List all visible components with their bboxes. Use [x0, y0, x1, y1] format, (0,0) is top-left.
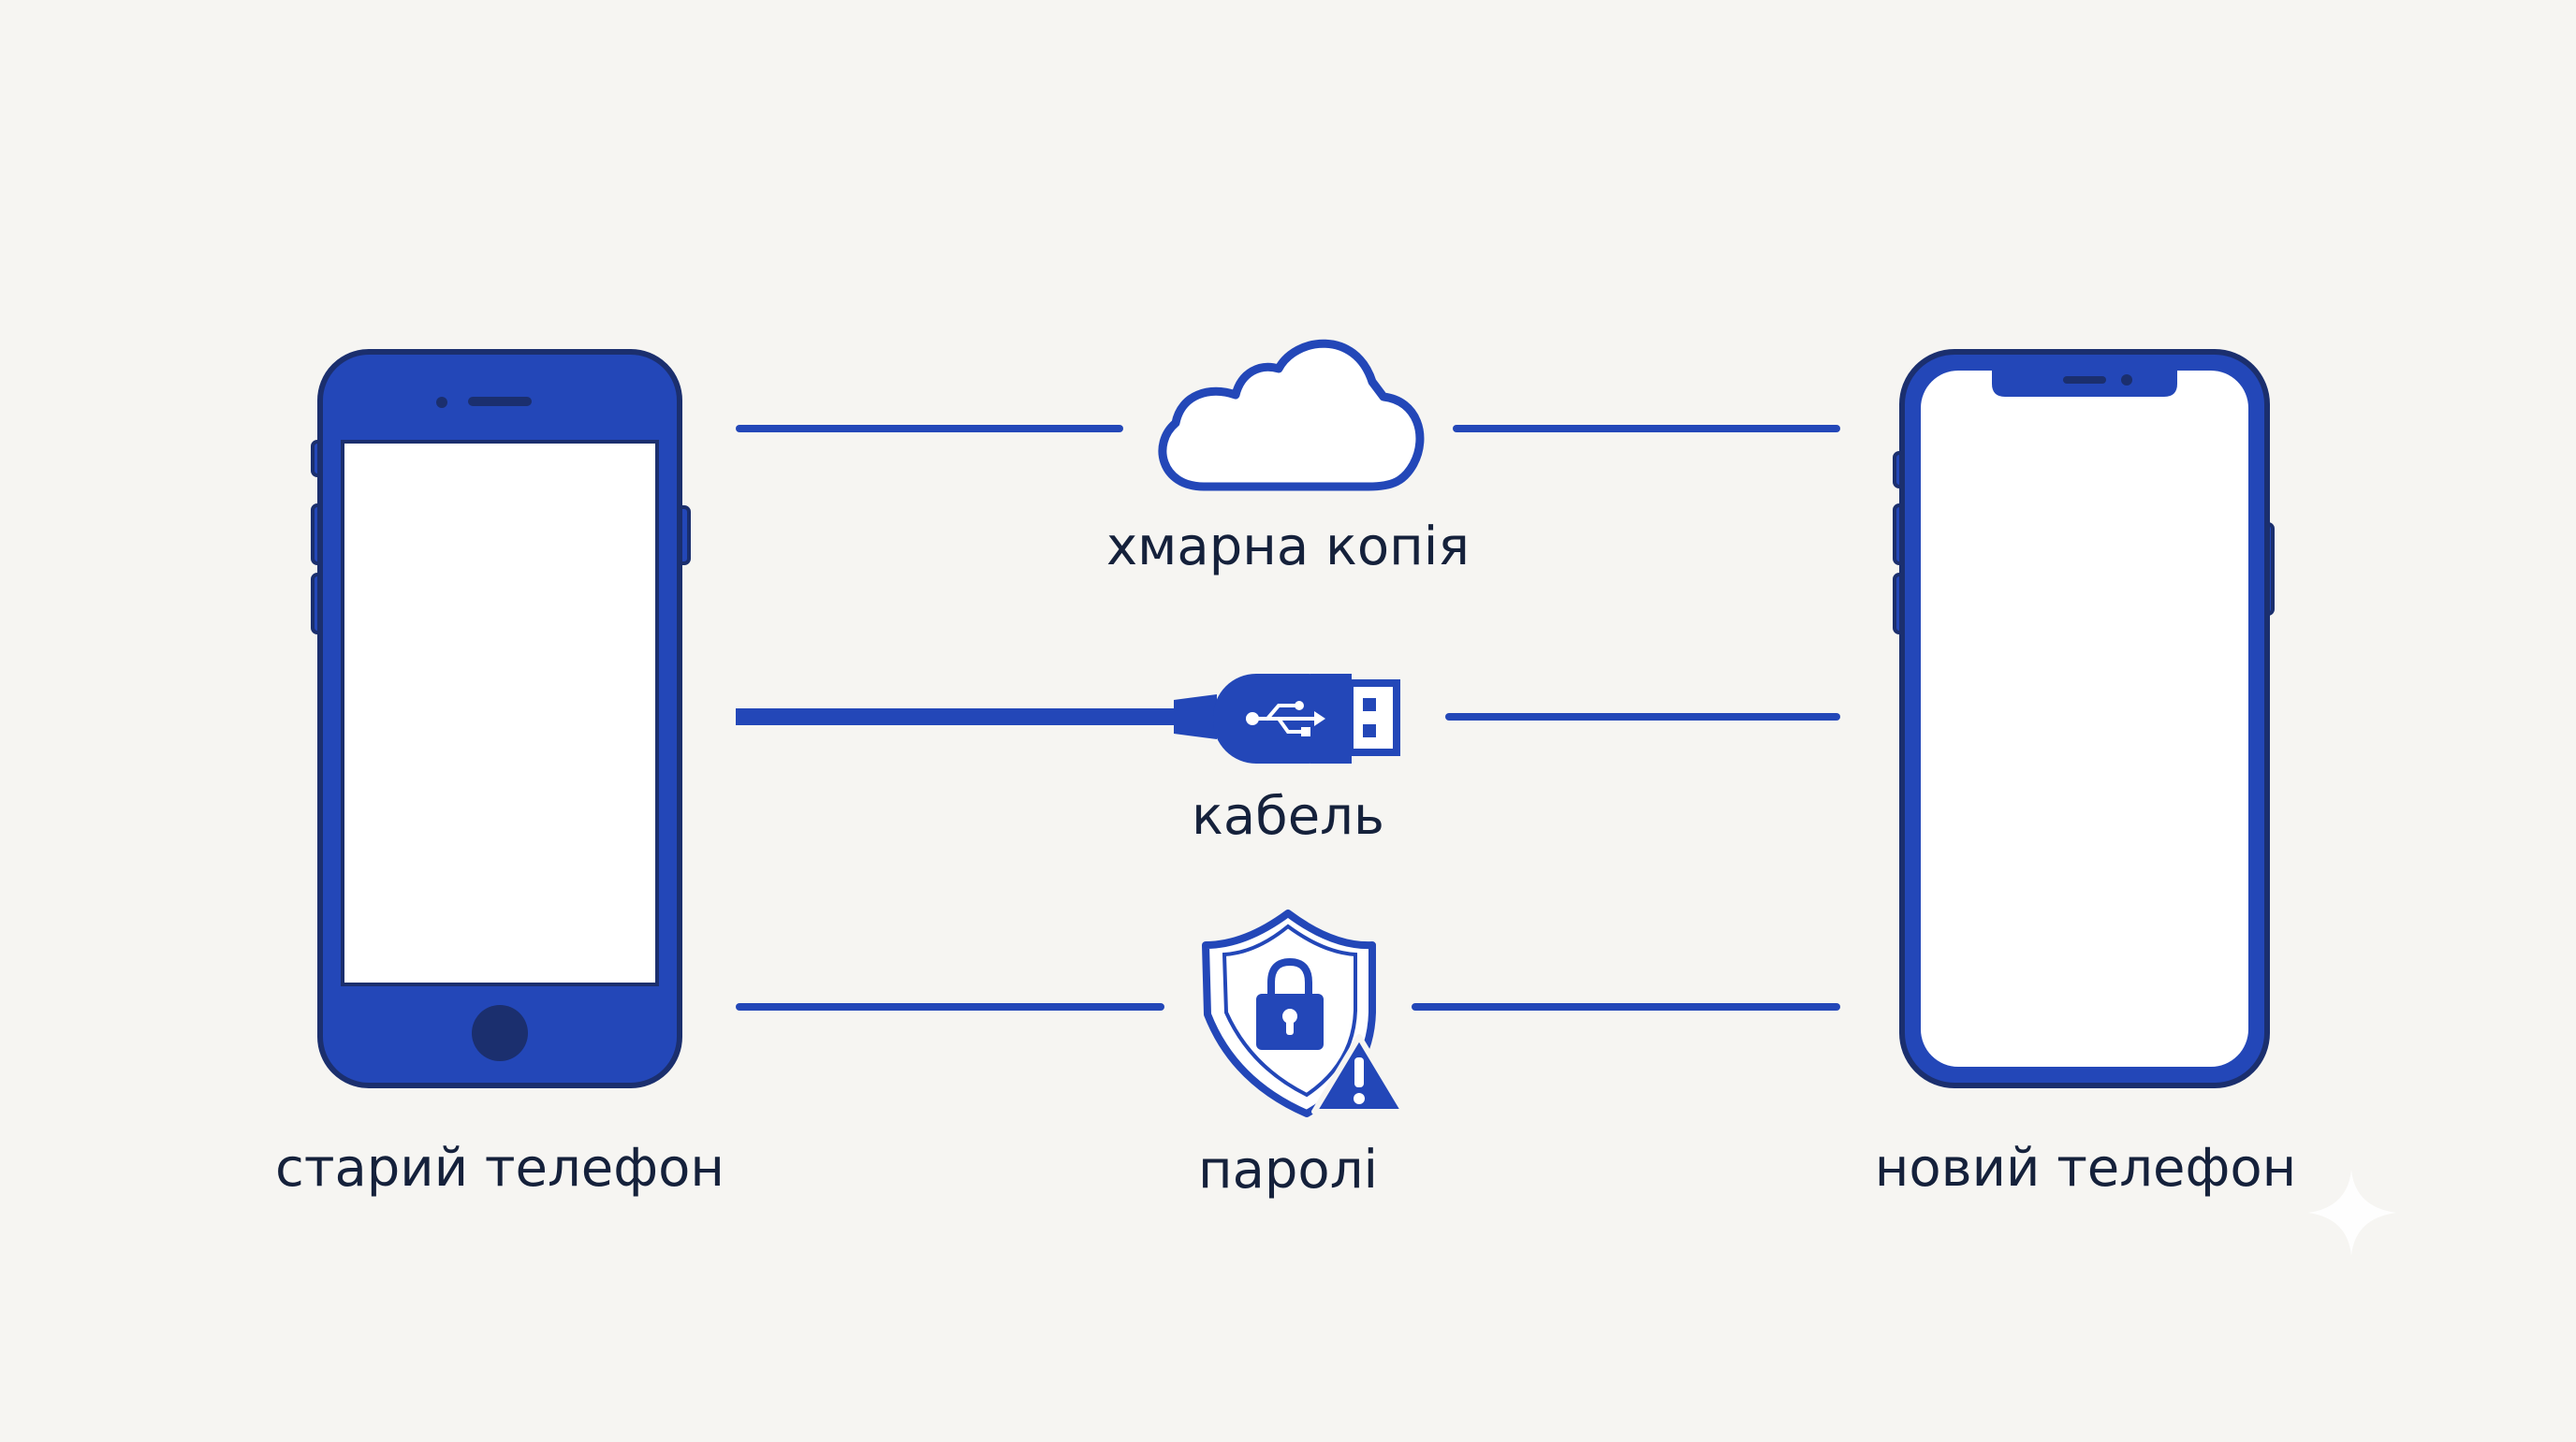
usb-plug-icon	[736, 674, 1400, 764]
cable-label: кабель	[1192, 786, 1384, 847]
old-phone-icon	[311, 349, 691, 1088]
connection-lines	[736, 425, 1840, 1011]
new-phone-icon	[1893, 349, 2275, 1088]
cloud-label: хмарна копія	[1106, 517, 1470, 577]
shield-lock-warning-icon	[1202, 910, 1407, 1117]
old-phone-label: старий телефон	[275, 1138, 724, 1199]
new-phone-label: новий телефон	[1874, 1138, 2297, 1199]
cloud-icon	[1158, 339, 1425, 491]
passwords-label: паролі	[1197, 1140, 1379, 1201]
sparkle-icon	[2308, 1170, 2396, 1256]
